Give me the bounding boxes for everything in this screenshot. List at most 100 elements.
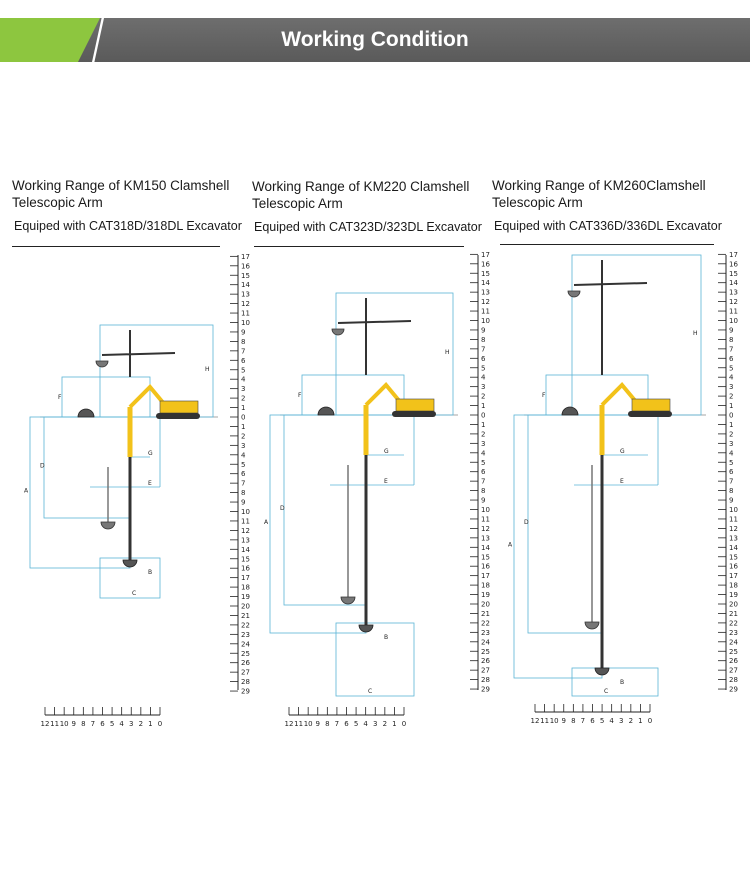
telescopic-arm-horizontal <box>101 352 176 356</box>
vertical-scale-label: 16 <box>481 563 490 571</box>
vertical-scale-label: 20 <box>481 601 490 609</box>
vertical-scale-label: 7 <box>241 480 245 488</box>
vertical-scale-label: 10 <box>481 317 490 325</box>
clamshell-bucket-ground <box>77 408 95 418</box>
vertical-scale-label: 3 <box>241 385 245 393</box>
vertical-scale-label: 27 <box>729 667 738 675</box>
vertical-scale-label: 29 <box>729 686 738 694</box>
horizontal-scale-label: 2 <box>383 720 387 728</box>
excavator-cab <box>159 400 199 414</box>
vertical-scale-label: 7 <box>241 347 245 355</box>
vertical-scale-label: 1 <box>241 404 245 412</box>
horizontal-scale-label: 5 <box>110 720 114 728</box>
vertical-scale-label: 17 <box>481 251 490 259</box>
panel-2-subtitle: Equiped with CAT323D/323DL Excavator <box>254 220 482 234</box>
header-banner: Working Condition <box>0 18 750 62</box>
vertical-scale-label: 7 <box>729 478 733 486</box>
vertical-scale-label: 28 <box>481 676 490 684</box>
dimension-label-b: B <box>384 634 388 641</box>
clamshell-bucket-deep <box>594 667 610 676</box>
vertical-scale-label: 9 <box>481 326 485 334</box>
working-range-diagram-km260: 1716151413121110987654321012345678910111… <box>508 251 738 725</box>
clamshell-bucket-ground <box>317 406 335 416</box>
panel-2-rule <box>254 246 464 247</box>
vertical-scale-label: 8 <box>481 336 485 344</box>
vertical-scale-label: 22 <box>241 621 250 629</box>
horizontal-scale-label: 10 <box>60 720 69 728</box>
vertical-scale-label: 22 <box>729 619 738 627</box>
vertical-scale-label: 4 <box>481 449 486 457</box>
vertical-scale-label: 12 <box>729 525 738 533</box>
vertical-scale-label: 21 <box>241 612 250 620</box>
horizontal-scale-label: 12 <box>285 720 294 728</box>
excavator-track <box>628 411 672 417</box>
vertical-scale-label: 3 <box>481 383 485 391</box>
clamshell-bucket-raised <box>331 328 345 336</box>
vertical-scale-label: 8 <box>729 336 733 344</box>
horizontal-scale-label: 4 <box>363 720 368 728</box>
clamshell-bucket-retracted <box>584 621 600 630</box>
vertical-scale-label: 12 <box>241 527 250 535</box>
vertical-scale-label: 17 <box>481 572 490 580</box>
vertical-scale-label: 17 <box>729 251 738 259</box>
horizontal-scale-label: 5 <box>354 720 358 728</box>
clamshell-bucket-deep <box>122 559 138 568</box>
vertical-scale-label: 27 <box>481 667 490 675</box>
vertical-scale-label: 11 <box>729 308 738 316</box>
panel-1-subtitle: Equiped with CAT318D/318DL Excavator <box>14 219 242 233</box>
vertical-scale-label: 14 <box>729 279 738 287</box>
vertical-scale-label: 11 <box>241 517 250 525</box>
vertical-scale-label: 18 <box>481 582 490 590</box>
vertical-scale-label: 6 <box>481 468 486 476</box>
vertical-scale-label: 24 <box>481 638 490 646</box>
horizontal-scale-label: 8 <box>81 720 85 728</box>
dimension-label-h: H <box>205 366 210 373</box>
excavator-track <box>156 413 200 419</box>
vertical-scale-label: 13 <box>481 534 490 542</box>
vertical-scale-label: 2 <box>481 393 485 401</box>
horizontal-scale-label: 11 <box>50 720 59 728</box>
vertical-scale-label: 2 <box>481 430 485 438</box>
vertical-scale-label: 3 <box>729 383 733 391</box>
dimension-label-g: G <box>620 448 625 455</box>
vertical-scale-label: 17 <box>241 574 250 582</box>
vertical-scale-label: 8 <box>241 489 245 497</box>
horizontal-scale-label: 9 <box>72 720 76 728</box>
vertical-scale-label: 15 <box>729 270 738 278</box>
dimension-label-e: E <box>148 480 152 487</box>
vertical-scale-label: 19 <box>729 591 738 599</box>
dimension-D-box <box>43 416 131 519</box>
vertical-scale-label: 27 <box>241 669 250 677</box>
horizontal-scale-label: 9 <box>316 720 320 728</box>
dimension-label-f: F <box>58 394 62 401</box>
horizontal-scale-label: 1 <box>148 720 152 728</box>
vertical-scale-label: 19 <box>241 593 250 601</box>
horizontal-scale-label: 5 <box>600 717 604 725</box>
excavator-cab <box>395 398 435 412</box>
vertical-scale-label: 5 <box>729 364 733 372</box>
vertical-scale-label: 12 <box>481 298 490 306</box>
vertical-scale-label: 7 <box>481 478 485 486</box>
vertical-scale-label: 16 <box>481 260 490 268</box>
vertical-scale-label: 9 <box>241 328 245 336</box>
panel-1-rule <box>12 246 220 247</box>
horizontal-scale-label: 4 <box>119 720 124 728</box>
vertical-scale-label: 9 <box>241 499 245 507</box>
horizontal-scale-label: 8 <box>325 720 329 728</box>
horizontal-scale-label: 6 <box>590 717 595 725</box>
vertical-scale-label: 4 <box>729 449 734 457</box>
horizontal-scale-label: 10 <box>304 720 313 728</box>
horizontal-scale-label: 3 <box>373 720 377 728</box>
vertical-scale-label: 2 <box>241 432 245 440</box>
vertical-scale-label: 11 <box>481 308 490 316</box>
dimension-C-box <box>571 667 659 697</box>
vertical-scale-label: 29 <box>241 688 250 696</box>
vertical-scale-label: 28 <box>241 678 250 686</box>
vertical-scale-label: 1 <box>481 402 485 410</box>
vertical-scale-label: 6 <box>481 355 486 363</box>
horizontal-scale-label: 1 <box>638 717 642 725</box>
horizontal-scale-label: 6 <box>100 720 105 728</box>
vertical-scale-label: 14 <box>241 281 250 289</box>
vertical-scale-label: 4 <box>241 376 246 384</box>
banner-accent <box>0 18 100 62</box>
